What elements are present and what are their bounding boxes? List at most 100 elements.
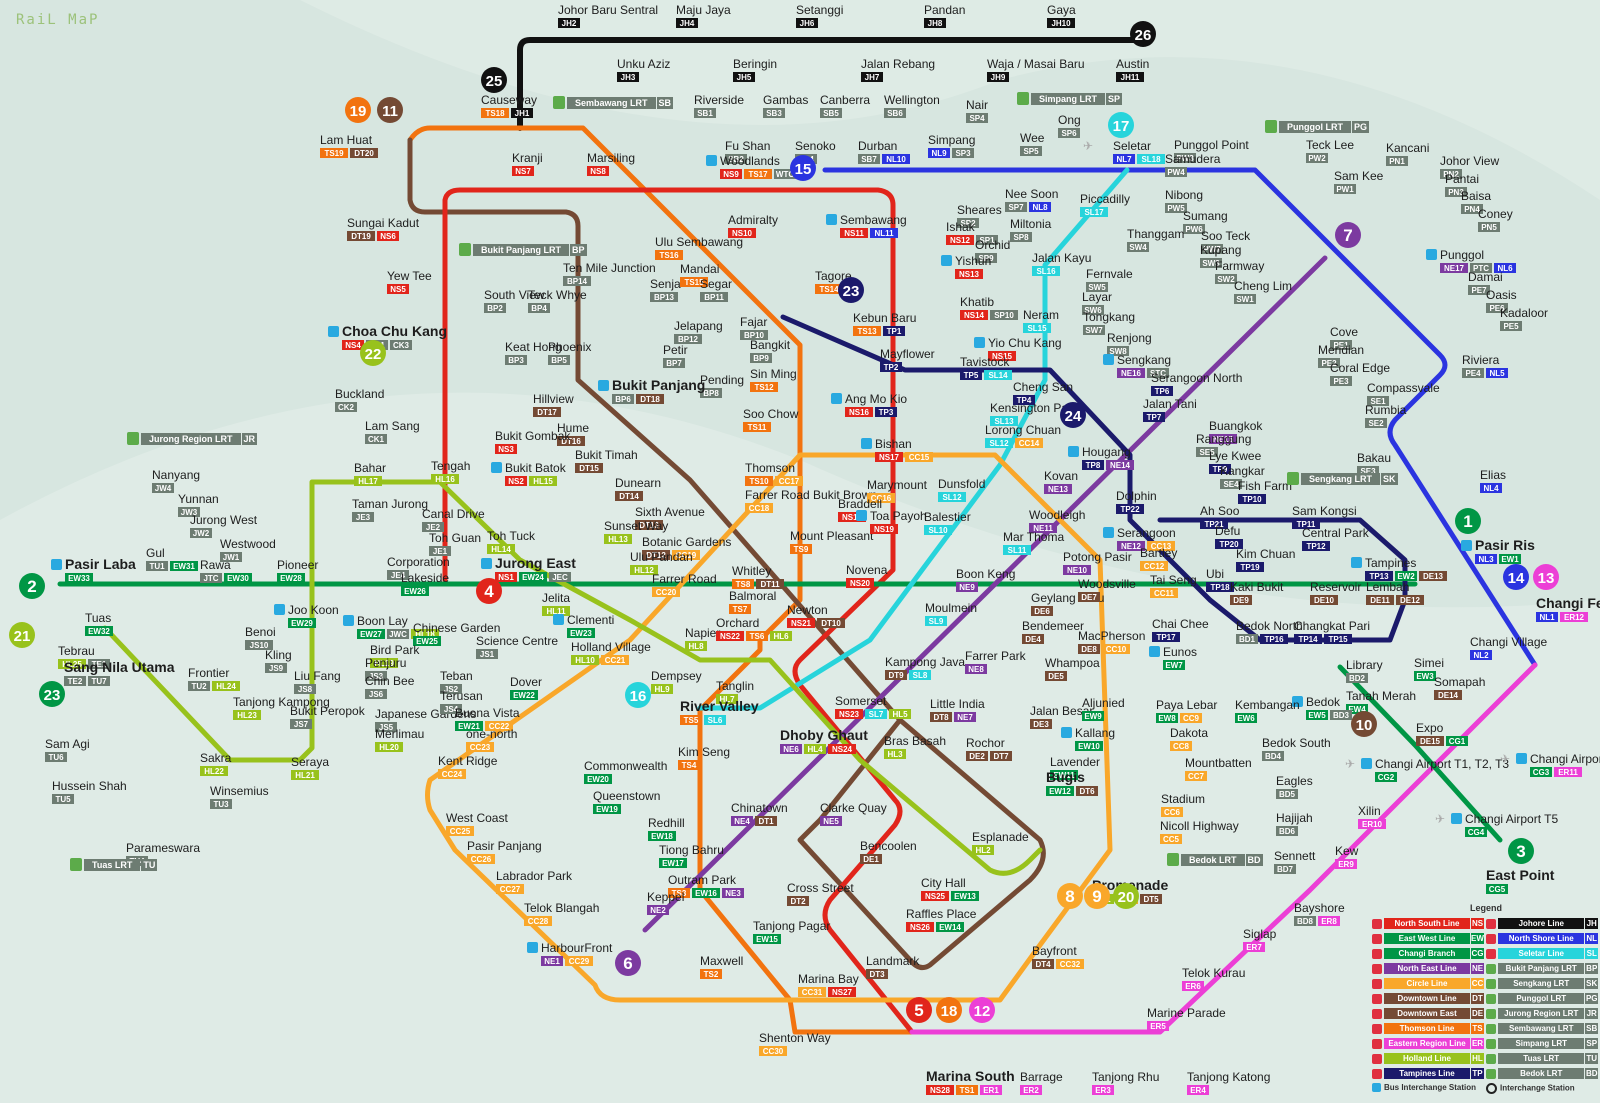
station[interactable]: Ten Mile JunctionBP14 <box>563 261 656 286</box>
station[interactable]: HarbourFrontNE1CC29 <box>527 941 613 966</box>
station[interactable]: Jurong EastNS1EW24JEC <box>481 555 576 582</box>
station[interactable]: SomapahDE14 <box>1434 675 1485 700</box>
station[interactable]: WhitleyTS8DT11 <box>732 564 784 589</box>
station[interactable]: Punggol PointPW3 <box>1174 138 1249 163</box>
station[interactable]: MountbattenCC7 <box>1185 756 1252 781</box>
station[interactable]: CommonwealthEW20 <box>584 759 667 784</box>
station[interactable]: ReservoirDE10 <box>1310 580 1361 605</box>
station[interactable]: DolphinTP22 <box>1116 489 1157 514</box>
station[interactable]: Bukit BatokNS2HL15 <box>491 461 567 486</box>
station[interactable]: PantaiPN3 <box>1445 172 1479 197</box>
station[interactable]: RedhillEW18 <box>648 816 685 841</box>
station[interactable]: Dhoby GhautNE6HL4NS24 <box>780 727 868 754</box>
station[interactable]: AustinJH11 <box>1116 57 1149 82</box>
station[interactable]: TagoreTS14 <box>815 269 852 294</box>
station[interactable]: DefuTP20 <box>1215 524 1243 549</box>
station[interactable]: Labrador ParkCC27 <box>496 869 573 894</box>
station[interactable]: Farrer RoadCC20 <box>652 572 717 597</box>
station[interactable]: BakauSE3 <box>1357 451 1391 476</box>
station[interactable]: KeppelNE2 <box>647 890 684 915</box>
station[interactable]: Pasir LabaEW33 <box>51 556 136 583</box>
station[interactable]: SiglapER7 <box>1243 927 1277 952</box>
station[interactable]: PendingBP8 <box>700 373 744 398</box>
station[interactable]: NewtonNS21DT10 <box>787 603 845 628</box>
station[interactable]: MaxwellTS2 <box>700 954 743 979</box>
station[interactable]: HougangTP8NE14 <box>1068 445 1134 470</box>
station[interactable]: Marina BayCC31NS27 <box>798 972 859 997</box>
station[interactable]: KallangEW10 <box>1061 726 1115 751</box>
station[interactable]: NapierHL8 <box>685 626 720 651</box>
station[interactable]: Lam SangCK1 <box>365 419 420 444</box>
station[interactable]: PhoenixBP5 <box>548 340 591 365</box>
station[interactable]: WeeSP5 <box>1020 131 1045 156</box>
station[interactable]: TebrauHL25TE1 <box>58 644 110 669</box>
station[interactable]: SimpangNL9SP3 <box>928 133 975 158</box>
station[interactable]: Boon LayEW27JWCHL18 <box>343 614 439 639</box>
station[interactable]: BangkitBP9 <box>750 338 791 363</box>
station[interactable]: Ang Mo KioNS16TP3 <box>831 392 907 417</box>
station[interactable]: KembanganEW6 <box>1235 698 1300 723</box>
station[interactable]: TerusanJS4 <box>440 689 483 714</box>
station[interactable]: Teck WhyeBP4 <box>528 288 587 313</box>
station[interactable]: Lorong ChuanSL12CC14 <box>985 423 1061 448</box>
station[interactable]: Jalan RebangJH7 <box>861 57 935 82</box>
station[interactable]: NeramSL15 <box>1023 308 1059 333</box>
station[interactable]: BayshoreBD8ER8 <box>1294 901 1345 926</box>
station[interactable]: TuasEW32 <box>85 611 113 636</box>
station[interactable]: TampinesTP13EW2DE13 <box>1351 556 1447 581</box>
station[interactable]: HajijahBD6 <box>1276 811 1313 836</box>
station[interactable]: Holland VillageHL10CC21 <box>571 640 651 665</box>
station[interactable]: KangkarSE4 <box>1220 464 1265 489</box>
station[interactable]: Outram ParkTS3EW16NE3 <box>668 873 744 898</box>
station[interactable]: BenoiJS10 <box>245 625 276 650</box>
station[interactable]: Jurong WestJW2 <box>190 513 258 538</box>
station[interactable]: SakraHL22 <box>200 751 232 776</box>
station[interactable]: Fu ShanSB2 <box>725 139 770 164</box>
station[interactable]: Kent RidgeCC24 <box>438 754 498 779</box>
station[interactable]: BedokEW5BD3 <box>1292 695 1352 720</box>
station[interactable]: Toh GuanJE1 <box>429 531 481 556</box>
station[interactable]: TanglinHL7 <box>716 679 754 704</box>
station[interactable]: Changkat PariTP14TP15 <box>1294 619 1370 644</box>
station[interactable]: Bedok SouthBD4 <box>1262 736 1331 761</box>
station[interactable]: CorporationJE4 <box>387 555 450 580</box>
station[interactable]: Unku AzizJH3 <box>617 57 670 82</box>
station[interactable]: BaharHL17 <box>354 461 386 486</box>
station[interactable]: Bedok NorthBD1TP16 <box>1236 619 1303 644</box>
station[interactable]: Little IndiaDT8NE7 <box>930 697 985 722</box>
station[interactable]: MandaiTS15 <box>680 262 719 287</box>
station[interactable]: Shenton WayCC30 <box>759 1031 831 1056</box>
station[interactable]: Chin BeeJS6 <box>365 674 415 699</box>
station[interactable]: AdmiraltyNS10 <box>728 213 778 238</box>
station[interactable]: Bras BasahHL3 <box>884 734 946 759</box>
station[interactable]: Yew TeeNS5 <box>387 269 432 294</box>
station[interactable]: SerayaHL21 <box>291 755 329 780</box>
station[interactable]: LandmarkDT3 <box>866 954 920 979</box>
station[interactable]: Kim SengTS4 <box>678 745 730 770</box>
station[interactable]: NairSP4 <box>966 98 988 123</box>
station[interactable]: MeridianPE2 <box>1318 343 1364 368</box>
station[interactable]: DunearnDT14 <box>615 476 661 501</box>
station[interactable]: Sam KongsiTP11 <box>1292 504 1357 529</box>
station[interactable]: Sixth AvenueDT13 <box>635 505 705 530</box>
station[interactable]: WoodsvilleDE7 <box>1078 577 1136 602</box>
station[interactable]: TavistockTP5SL14 <box>960 355 1012 380</box>
station[interactable]: DakotaCC8 <box>1170 726 1208 751</box>
station[interactable]: BayfrontDT4CC32 <box>1032 944 1084 969</box>
station[interactable]: one-northCC23 <box>466 727 517 752</box>
station[interactable]: Lam HuatTS19DT20 <box>320 133 378 158</box>
station[interactable]: RanggungSE5 <box>1196 432 1251 457</box>
station[interactable]: LembahDE11DE12 <box>1366 580 1424 605</box>
station[interactable]: ConeyPN5 <box>1478 207 1513 232</box>
station[interactable]: YishunNS13 <box>941 254 991 279</box>
station[interactable]: Sam AgiTU6 <box>45 737 90 762</box>
station[interactable]: KewER9 <box>1335 844 1359 869</box>
station[interactable]: PunggolNE17PTCNL6 <box>1426 248 1516 273</box>
station[interactable]: KlingJS9 <box>265 648 292 673</box>
station[interactable]: Nicoll HighwayCC5 <box>1160 819 1239 844</box>
station[interactable]: Buona VistaEW21CC22 <box>455 706 520 731</box>
station[interactable]: TengahHL16 <box>431 459 470 484</box>
station[interactable]: LavenderEW11 <box>1050 755 1100 780</box>
station[interactable]: Chinese GardenEW25 <box>413 621 500 646</box>
station[interactable]: SamuderaPW4 <box>1165 152 1221 177</box>
